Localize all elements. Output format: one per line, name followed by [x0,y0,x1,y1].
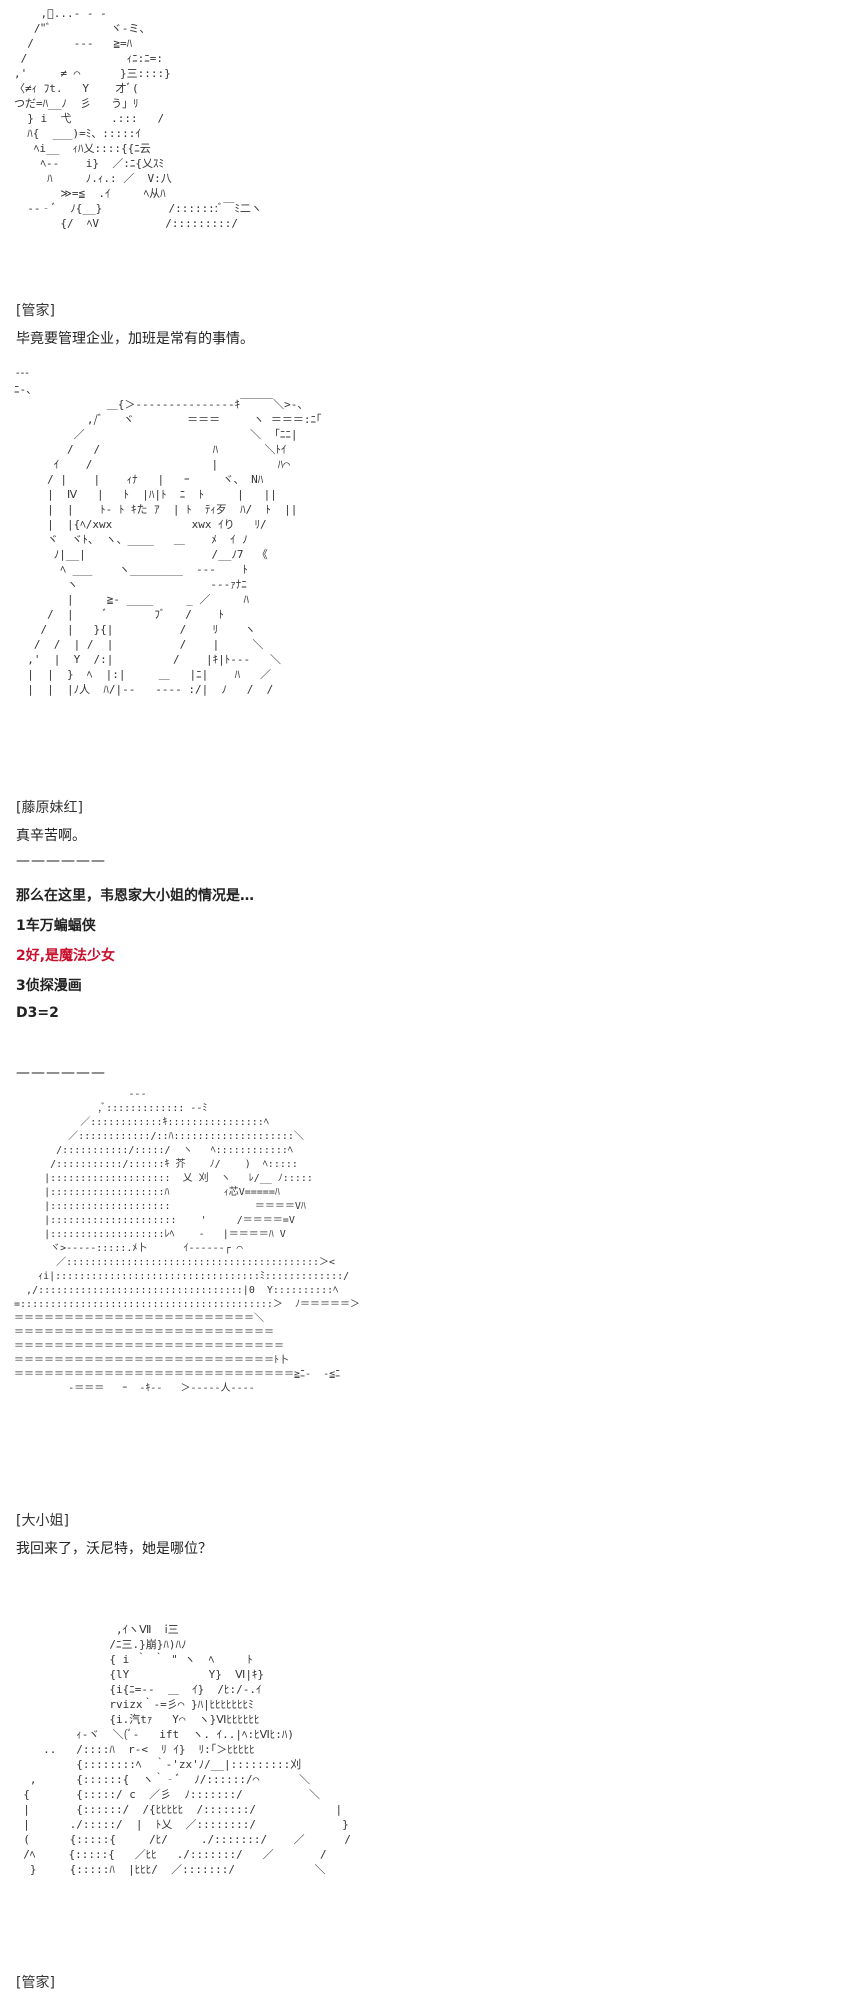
speaker-label-young-lady: [大小姐] [16,1513,69,1529]
choice-question: 那么在这里，韦恩家大小姐的情况是… [16,888,254,904]
ascii-art-mokou: ﾆ‐、 ＿{＞‐‐‐‐‐‐‐‐‐‐‐‐‐‐‐ｷ￣￣￣＼>‐、 ,/ﾞ ヾ ＝＝＝… [14,383,322,696]
separator-short: ‐‐‐ [16,368,30,379]
speaker-label-butler: [管家] [16,303,55,319]
separator-dashes-2: —————— [16,1065,106,1081]
dialogue-line-young-lady: 我回来了，沃尼特，她是哪位？ [16,1541,212,1557]
choice-option-2-selected: 2好,是魔法少女 [16,948,116,964]
dice-result: D3=2 [16,1005,59,1021]
choice-option-3: 3侦探漫画 [16,978,82,994]
speaker-label-butler-2: [管家] [16,1975,55,1991]
ascii-art-butler: ,ﾞ...‐ ‐ ‐ /"ﾞ ヾ‐ミ、 / ‐‐‐ ≧=ﾊ / ｨﾆ:ﾆ=: ,… [14,7,262,230]
dialogue-line-butler: 毕竟要管理企业，加班是常有的事情。 [16,331,254,347]
speaker-label-mokou: [藤原妹红] [16,800,83,816]
choice-option-1: 1车万蝙蝠侠 [16,918,96,934]
dialogue-line-mokou: 真辛苦啊。 [16,828,86,844]
separator-dashes: —————— [16,853,106,869]
ascii-art-butler-2: ,ｲヽⅦ ⅰ三 /ﾆ三.}崩}ﾊ)ﾊﾉ { i ｀ ｀ " ヽ ﾍ ﾄ {lY … [23,1623,352,1876]
ascii-art-young-lady: ‐‐‐ ,ﾞ::::::::::::: ‐‐ﾐ ／::::::::::::ｷ::… [14,1089,360,1394]
